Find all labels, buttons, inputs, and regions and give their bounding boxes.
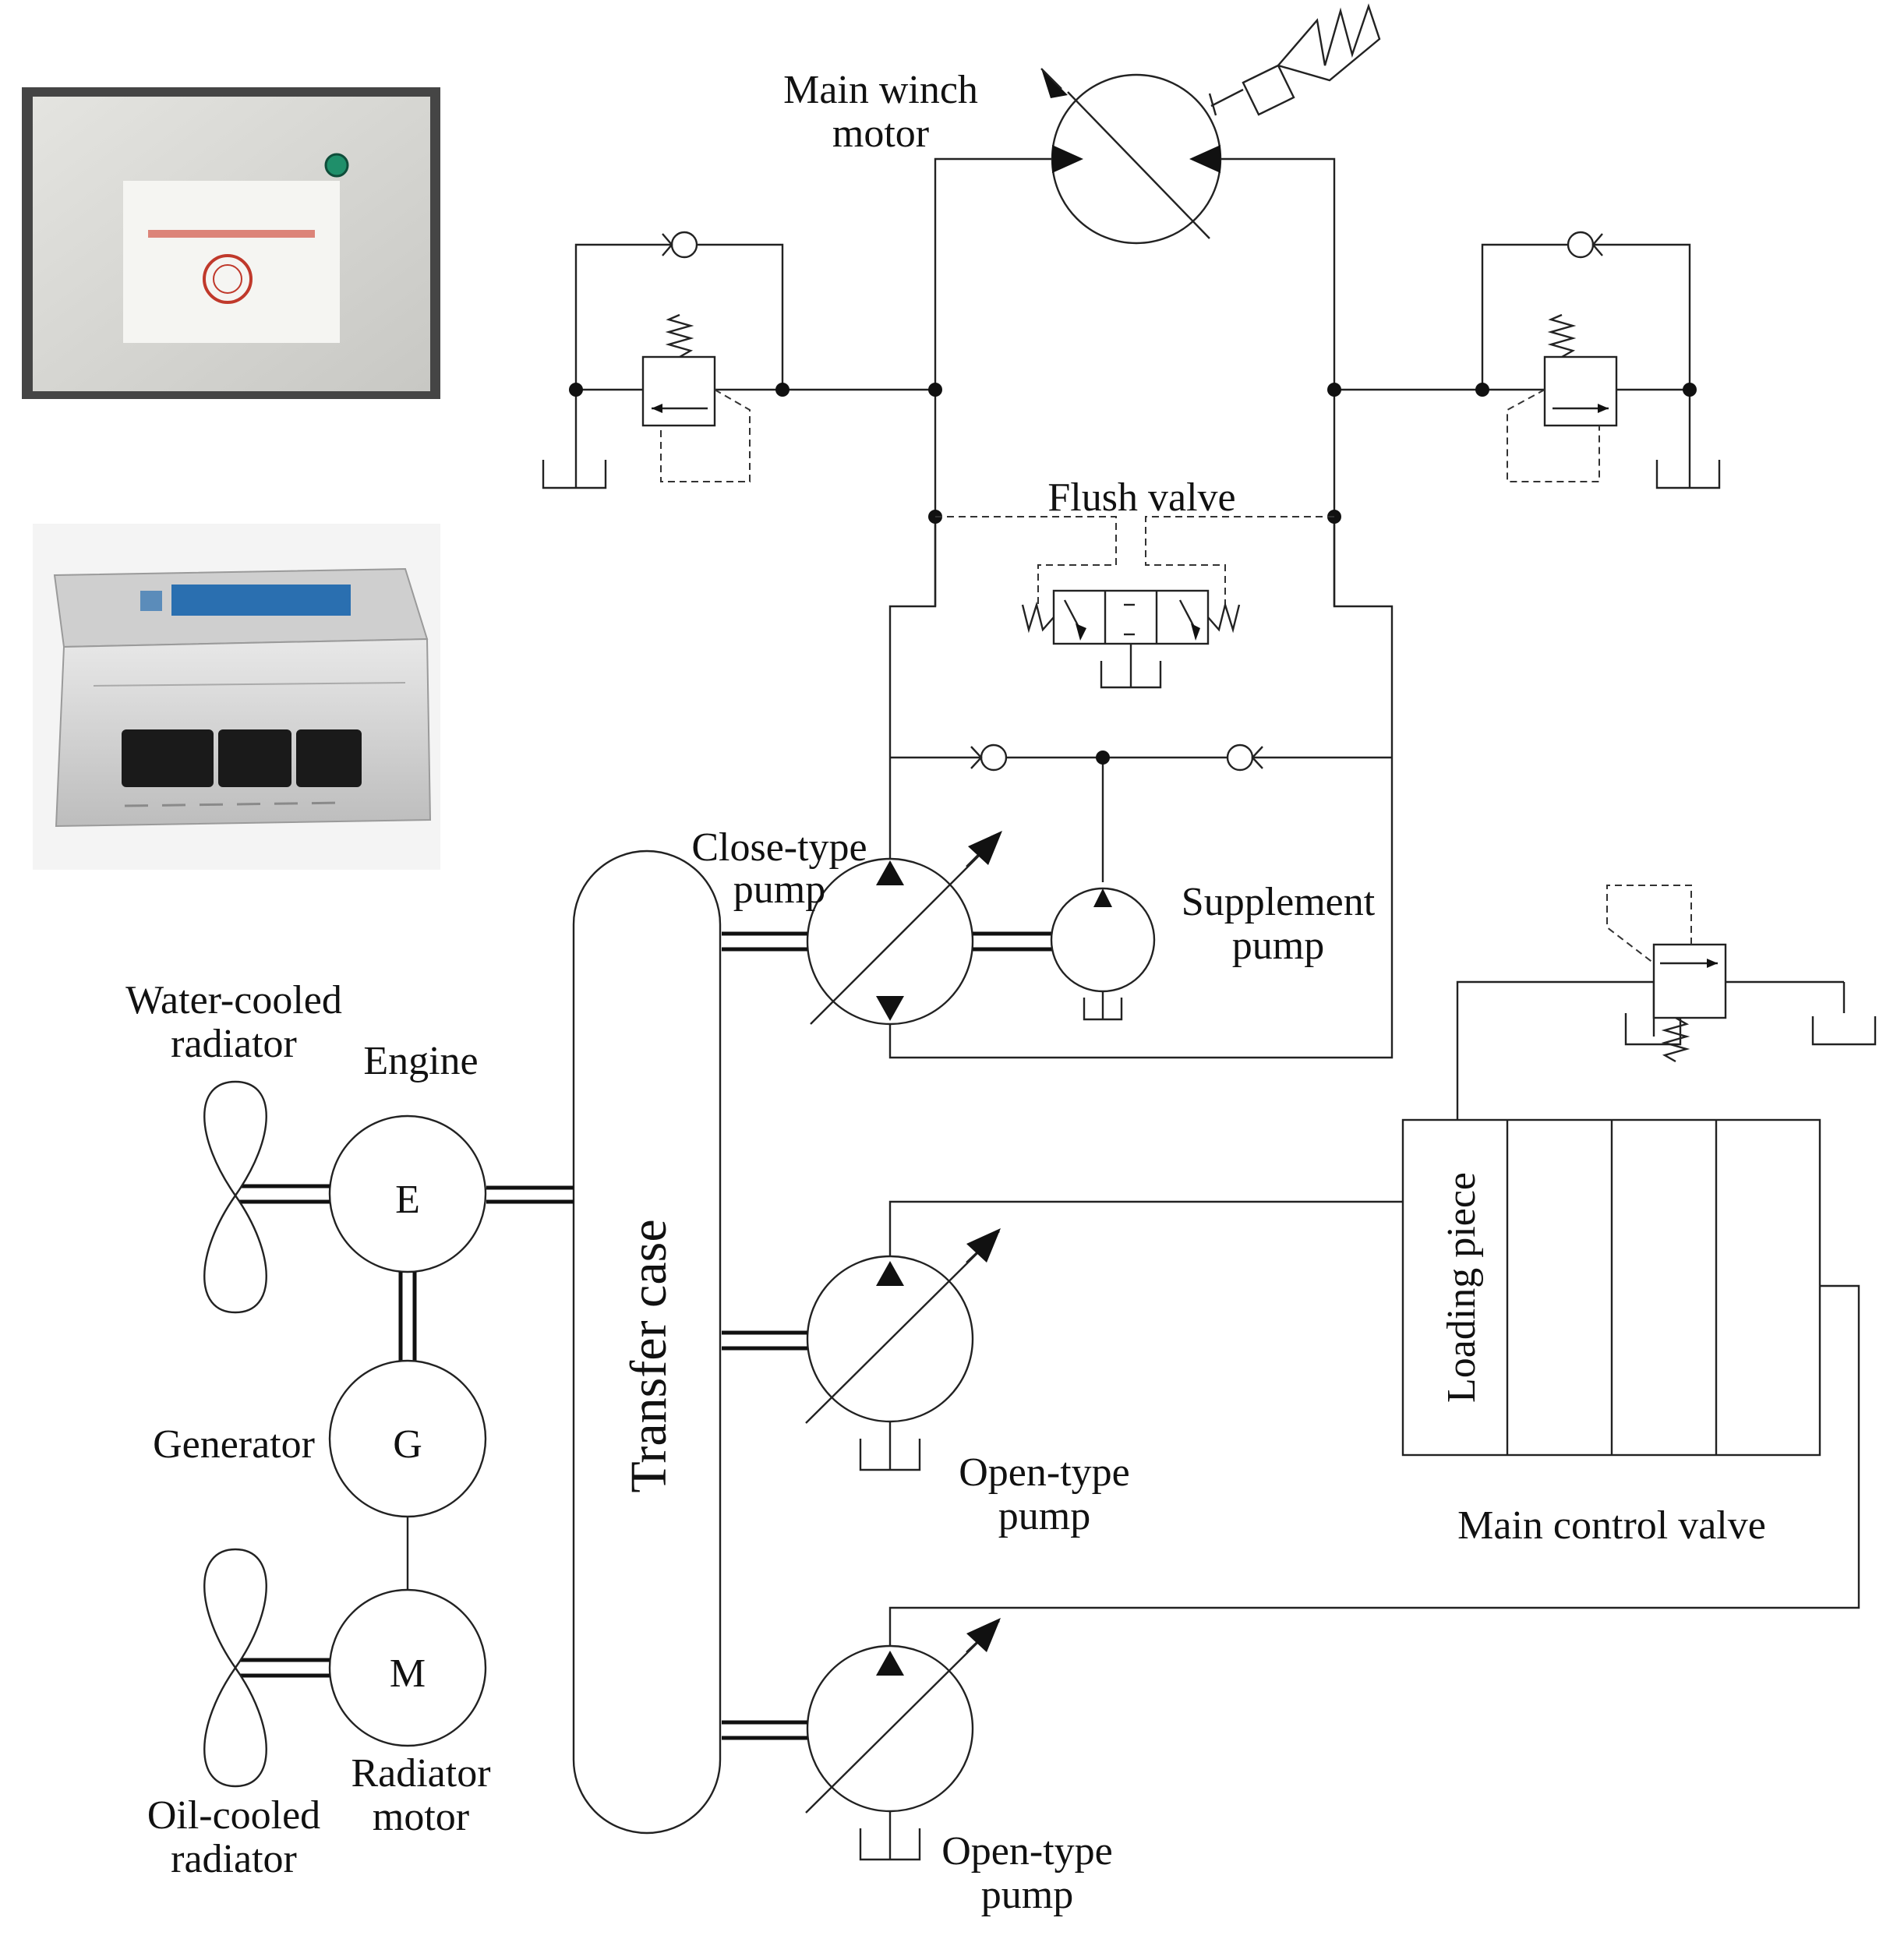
open-type-pump-b-label-2: pump bbox=[981, 1873, 1073, 1917]
flush-valve bbox=[935, 516, 1334, 689]
water-cooled-radiator-label-1: Water-cooled bbox=[125, 978, 342, 1022]
generator-label: Generator bbox=[153, 1422, 315, 1467]
transfer-case-label: Transfer case bbox=[620, 1219, 677, 1492]
main-control-relief-valve bbox=[1456, 885, 1877, 1120]
indicator-light-icon bbox=[324, 153, 349, 178]
open-type-pump-b-label-1: Open-type bbox=[941, 1829, 1112, 1874]
connector-icon bbox=[218, 729, 291, 787]
close-type-pump-label-2: pump bbox=[733, 867, 825, 912]
open-type-pump-b bbox=[722, 1618, 1001, 1861]
open-type-pump-a bbox=[722, 1228, 1001, 1471]
water-cooled-radiator-label-2: radiator bbox=[171, 1022, 297, 1066]
radiator-motor-circle bbox=[328, 1588, 487, 1747]
engine-label: Engine bbox=[363, 1039, 478, 1083]
main-winch-motor-label-2: motor bbox=[832, 111, 929, 156]
main-control-valve-label: Main control valve bbox=[1457, 1503, 1766, 1548]
connector-icon bbox=[122, 729, 214, 787]
main-control-valve bbox=[888, 1118, 1860, 1646]
supplement-pump-label-2: pump bbox=[1232, 924, 1324, 968]
close-type-pump bbox=[722, 831, 1054, 1026]
engine-symbol: E bbox=[395, 1178, 420, 1222]
oil-cooled-radiator-label-2: radiator bbox=[171, 1837, 297, 1881]
connector-icon bbox=[296, 729, 362, 787]
radiator-motor-label-2: motor bbox=[373, 1795, 469, 1839]
supplement-pump-label-1: Supplement bbox=[1182, 880, 1376, 924]
radiator-motor-symbol: M bbox=[390, 1651, 426, 1696]
engine-circle bbox=[328, 1114, 487, 1273]
loading-piece-label: Loading piece bbox=[1439, 1172, 1484, 1403]
open-type-pump-a-label-1: Open-type bbox=[959, 1450, 1129, 1495]
main-winch-motor bbox=[1040, 3, 1381, 245]
flush-valve-label: Flush valve bbox=[1047, 475, 1235, 520]
diagram-labels: Main winch motor Flush valve Close-type … bbox=[125, 68, 1766, 1917]
drivetrain bbox=[235, 1114, 574, 1747]
data-acquisition-box-photo bbox=[22, 87, 440, 399]
transfer-case bbox=[572, 849, 722, 1835]
left-relief-valve bbox=[542, 231, 784, 489]
generator-symbol: G bbox=[393, 1422, 422, 1467]
supplement-pump bbox=[1050, 887, 1156, 1021]
main-winch-motor-label-1: Main winch bbox=[783, 68, 978, 112]
right-relief-valve bbox=[1481, 231, 1721, 489]
controller-unit-photo bbox=[33, 524, 440, 870]
radiator-motor-label-1: Radiator bbox=[351, 1751, 490, 1796]
oil-cooled-radiator-label-1: Oil-cooled bbox=[147, 1793, 320, 1838]
stamp-seal-icon bbox=[203, 254, 253, 304]
oil-cooled-radiator-fan-icon bbox=[203, 1548, 267, 1788]
supplement-check-valves bbox=[970, 743, 1263, 772]
water-cooled-radiator-fan-icon bbox=[203, 1080, 267, 1314]
close-type-pump-label-1: Close-type bbox=[691, 825, 867, 870]
main-circuit-lines bbox=[782, 157, 1482, 1059]
junction-dots bbox=[569, 383, 1697, 765]
open-type-pump-a-label-2: pump bbox=[998, 1494, 1090, 1538]
